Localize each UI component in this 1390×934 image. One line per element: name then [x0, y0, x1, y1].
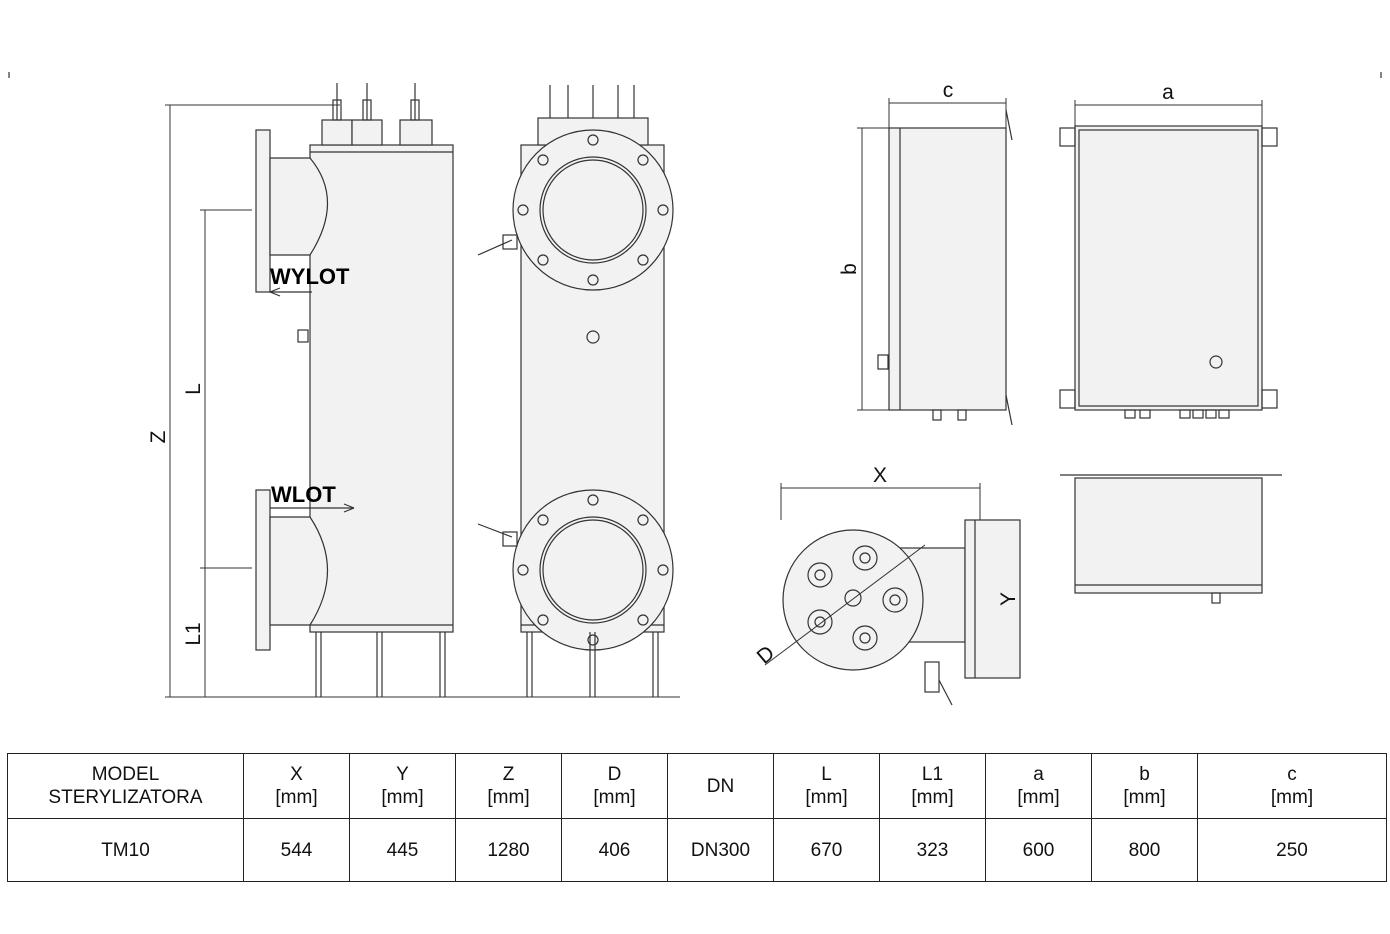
header-cell: a[mm] — [985, 753, 1092, 819]
header-cell: Y[mm] — [349, 753, 456, 819]
dim-y-label: Y — [997, 592, 1020, 606]
dim-b-label: b — [838, 263, 861, 275]
table-row: TM10 544 445 1280 406 DN300 670 323 600 … — [7, 818, 1387, 882]
front-view — [477, 85, 674, 697]
control-box-front-view: a — [1059, 81, 1278, 419]
dim-l-label: L — [182, 383, 205, 395]
header-cell: D[mm] — [561, 753, 668, 819]
cell-c: 250 — [1197, 818, 1387, 882]
header-cell: Z[mm] — [455, 753, 562, 819]
dim-d-label: D — [753, 641, 779, 668]
dim-c-label: c — [943, 79, 954, 102]
header-cell: c[mm] — [1197, 753, 1387, 819]
header-cell: DN — [667, 753, 774, 819]
outlet-label: WYLOT — [270, 264, 350, 289]
inlet-label: WLOT — [271, 482, 336, 507]
side-view: Z L L1 WYLOT WLOT — [147, 83, 680, 698]
header-cell: b[mm] — [1091, 753, 1198, 819]
technical-drawing: Z L L1 WYLOT WLOT — [8, 72, 1382, 706]
cell-z: 1280 — [455, 818, 562, 882]
cell-a: 600 — [985, 818, 1092, 882]
header-cell: L1[mm] — [879, 753, 986, 819]
header-cell: X[mm] — [243, 753, 350, 819]
dim-l1-label: L1 — [182, 622, 205, 645]
cell-l1: 323 — [879, 818, 986, 882]
dim-a-label: a — [1162, 81, 1174, 104]
dim-x-label: X — [873, 464, 887, 487]
cell-x: 544 — [243, 818, 350, 882]
top-view: X Y D — [753, 464, 1021, 706]
cell-b: 800 — [1091, 818, 1198, 882]
control-box-bottom-view — [1060, 474, 1282, 604]
cell-dn: DN300 — [667, 818, 774, 882]
control-box-side-view: c b — [838, 79, 1013, 426]
cell-y: 445 — [349, 818, 456, 882]
header-cell: L[mm] — [773, 753, 880, 819]
cell-d: 406 — [561, 818, 668, 882]
dim-z-label: Z — [147, 430, 170, 443]
cell-model: TM10 — [7, 818, 244, 882]
cell-l: 670 — [773, 818, 880, 882]
